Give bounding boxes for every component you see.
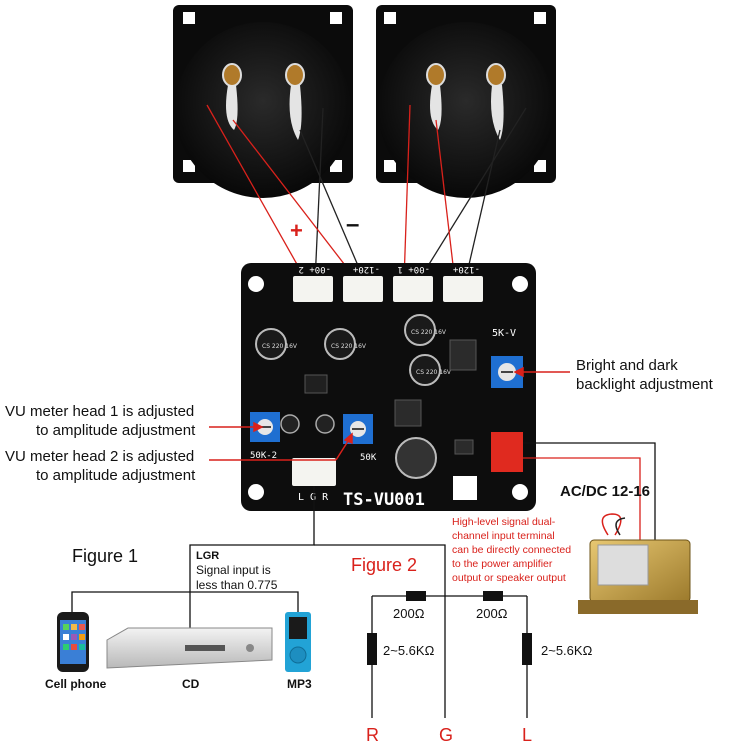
jp-label-2: -120+ bbox=[352, 264, 380, 274]
ts-logo bbox=[453, 476, 477, 500]
terminal-r: R bbox=[366, 725, 379, 745]
figure1-note-1: Signal input is bbox=[196, 563, 271, 577]
pot-label-5kv: 5K-V bbox=[492, 328, 516, 339]
regulator-2 bbox=[394, 399, 422, 427]
high-level-line-3: can be directly connected bbox=[452, 544, 571, 556]
pcb-board: -00+ 2 -120+ -00+ 1 -120+ CS 220 16V CS … bbox=[241, 263, 544, 511]
pot-label-50k2: 50K-2 bbox=[250, 451, 277, 461]
plus-sign: + bbox=[290, 218, 303, 243]
res-label-series-left: 200Ω bbox=[393, 606, 425, 621]
high-level-line-1: High-level signal dual- bbox=[452, 516, 556, 528]
device-label-mp3: MP3 bbox=[287, 677, 312, 691]
high-level-line-5: output or speaker output bbox=[452, 572, 566, 584]
device-label-cd: CD bbox=[182, 677, 200, 691]
pot-label-50k: 50K bbox=[360, 453, 377, 463]
backlight-callout-1: Bright and dark bbox=[576, 357, 678, 374]
backlight-callout-2: backlight adjustment bbox=[576, 376, 714, 393]
power-connector[interactable] bbox=[491, 432, 523, 472]
cap-label-4: CS 220 16V bbox=[416, 369, 452, 376]
res-label-series-right: 200Ω bbox=[476, 606, 508, 621]
res-label-shunt-left: 2~5.6KΩ bbox=[383, 643, 435, 658]
input-wires bbox=[189, 486, 446, 718]
meter-wires bbox=[206, 104, 527, 283]
cell-phone bbox=[57, 612, 89, 672]
high-level-line-4: to the power amplifier bbox=[452, 558, 553, 570]
resistor-series-right bbox=[483, 591, 503, 601]
cd-player bbox=[106, 627, 273, 669]
head2-callout-2: to amplitude adjustment bbox=[36, 467, 196, 484]
filter-capacitor bbox=[395, 437, 437, 479]
cap-label-1: CS 220 16V bbox=[262, 343, 298, 350]
vu-meter-head-2 bbox=[376, 5, 556, 198]
head1-callout-2: to amplitude adjustment bbox=[36, 422, 196, 439]
figure1-title: Figure 1 bbox=[72, 546, 138, 566]
high-level-line-2: channel input terminal bbox=[452, 530, 555, 542]
figure1-note-2: less than 0.775 bbox=[196, 578, 278, 592]
jp-label-3: -00+ 1 bbox=[397, 264, 430, 274]
jp-label-4: -120+ bbox=[452, 264, 480, 274]
device-label-phone: Cell phone bbox=[45, 677, 107, 691]
power-wires bbox=[523, 442, 656, 548]
terminal-g: G bbox=[439, 725, 453, 745]
signal-input-connector[interactable] bbox=[292, 458, 336, 486]
resistor-series-left bbox=[406, 591, 426, 601]
resistor-shunt-right bbox=[522, 633, 532, 665]
minus-sign: – bbox=[346, 211, 359, 238]
power-silk: AC-DC12-16 bbox=[533, 410, 544, 470]
vu-meter-head-1 bbox=[173, 5, 353, 198]
power-label: AC/DC 12-16 bbox=[560, 483, 650, 500]
figure1-lgr: LGR bbox=[196, 550, 219, 562]
head2-pot[interactable] bbox=[343, 414, 373, 444]
diode-bridge bbox=[454, 439, 474, 455]
regulator-1 bbox=[449, 339, 477, 371]
board-name: TS-VU001 bbox=[343, 490, 425, 510]
head1-callout-1: VU meter head 1 is adjusted bbox=[5, 403, 194, 420]
terminal-l: L bbox=[522, 725, 532, 745]
ic-chip bbox=[304, 374, 328, 394]
resistor-shunt-left bbox=[367, 633, 377, 665]
figure2-title: Figure 2 bbox=[351, 555, 417, 575]
capacitors bbox=[255, 314, 441, 386]
transformer bbox=[578, 513, 698, 614]
cap-label-2: CS 220 16V bbox=[331, 343, 367, 350]
cap-label-3: CS 220 16V bbox=[411, 329, 447, 336]
callout-arrows bbox=[209, 366, 570, 461]
res-label-shunt-right: 2~5.6KΩ bbox=[541, 643, 593, 658]
mp3-player bbox=[285, 612, 311, 672]
head2-callout-1: VU meter head 2 is adjusted bbox=[5, 448, 194, 465]
jp-label-1: -00+ 2 bbox=[298, 264, 331, 274]
jp-connectors bbox=[293, 276, 483, 302]
high-level-note: High-level signal dual- channel input te… bbox=[452, 516, 571, 584]
